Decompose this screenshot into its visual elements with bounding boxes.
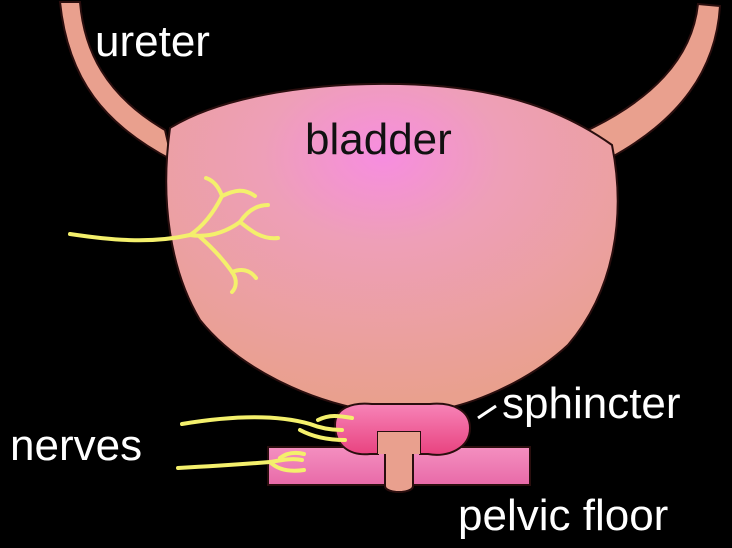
pelvic-floor-label: pelvic floor xyxy=(458,494,668,538)
sphincter-label: sphincter xyxy=(502,382,681,426)
sphincter-leader xyxy=(478,406,496,418)
right-ureter xyxy=(588,4,720,158)
ureter-label: ureter xyxy=(95,20,210,64)
bladder-label: bladder xyxy=(305,118,452,162)
pelvic-floor-nerve xyxy=(178,453,304,471)
nerves-label: nerves xyxy=(10,424,142,468)
sphincter-nerve xyxy=(182,416,352,440)
